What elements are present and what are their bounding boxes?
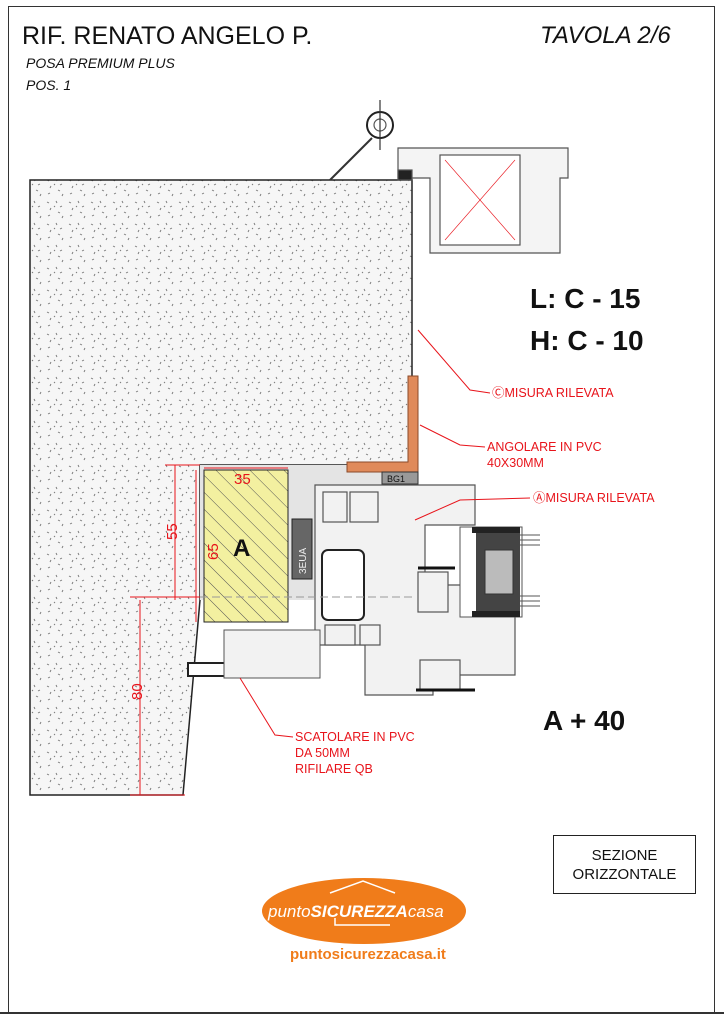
a-measure-note: ⒶMISURA RILEVATA xyxy=(533,491,655,505)
dim-35: 35 xyxy=(234,471,251,488)
width-formula: L: C - 15 xyxy=(530,283,641,314)
angle-note-2: 40X30MM xyxy=(487,456,544,470)
drawing-title: RIF. RENATO ANGELO P. xyxy=(22,22,313,50)
box-note-1: SCATOLARE IN PVC xyxy=(295,730,415,744)
dim-65: 65 xyxy=(205,543,222,560)
section-type-box: SEZIONE ORIZZONTALE xyxy=(553,835,696,894)
foam-label: 3EUA xyxy=(298,548,309,574)
logo-casa: casa xyxy=(408,902,444,921)
dim-80: 80 xyxy=(129,683,146,700)
sheet-number: TAVOLA 2/6 xyxy=(540,22,671,49)
dimension-lines xyxy=(130,329,531,796)
foam-strip xyxy=(291,518,313,580)
bg1-label: BG1 xyxy=(387,474,405,484)
svg-text:puntoSICUREZZAcasa: puntoSICUREZZAcasa xyxy=(267,902,444,921)
logo-punto: punto xyxy=(267,902,311,921)
logo-url[interactable]: puntosicurezzacasa.it xyxy=(290,946,446,963)
block-a-label: A xyxy=(233,535,250,562)
height-formula: H: C - 10 xyxy=(530,325,644,356)
glass-unit xyxy=(459,526,540,618)
section-line-1: SEZIONE xyxy=(591,846,658,864)
dim-55: 55 xyxy=(164,523,181,540)
window-frame-profile xyxy=(314,484,516,696)
pvc-angle xyxy=(346,375,419,473)
angle-note-1: ANGOLARE IN PVC xyxy=(487,440,602,454)
section-line-2: ORIZZONTALE xyxy=(572,865,677,883)
drawing-frame xyxy=(8,6,715,1013)
c-measure-note: ⒸMISURA RILEVATA xyxy=(492,386,614,400)
box-note-3: RIFILARE QB xyxy=(295,762,373,776)
bg1-gasket xyxy=(381,471,419,485)
logo: puntoSICUREZZAcasa xyxy=(262,878,466,944)
subtitle: POSA PREMIUM PLUS xyxy=(26,55,175,71)
box-note-2: DA 50MM xyxy=(295,746,350,760)
top-frame-detail xyxy=(329,100,569,254)
bottom-border xyxy=(0,1012,724,1014)
position-label: POS. 1 xyxy=(26,77,72,93)
logo-sicurezza: SICUREZZA xyxy=(311,902,408,921)
a-offset-formula: A + 40 xyxy=(543,705,626,736)
